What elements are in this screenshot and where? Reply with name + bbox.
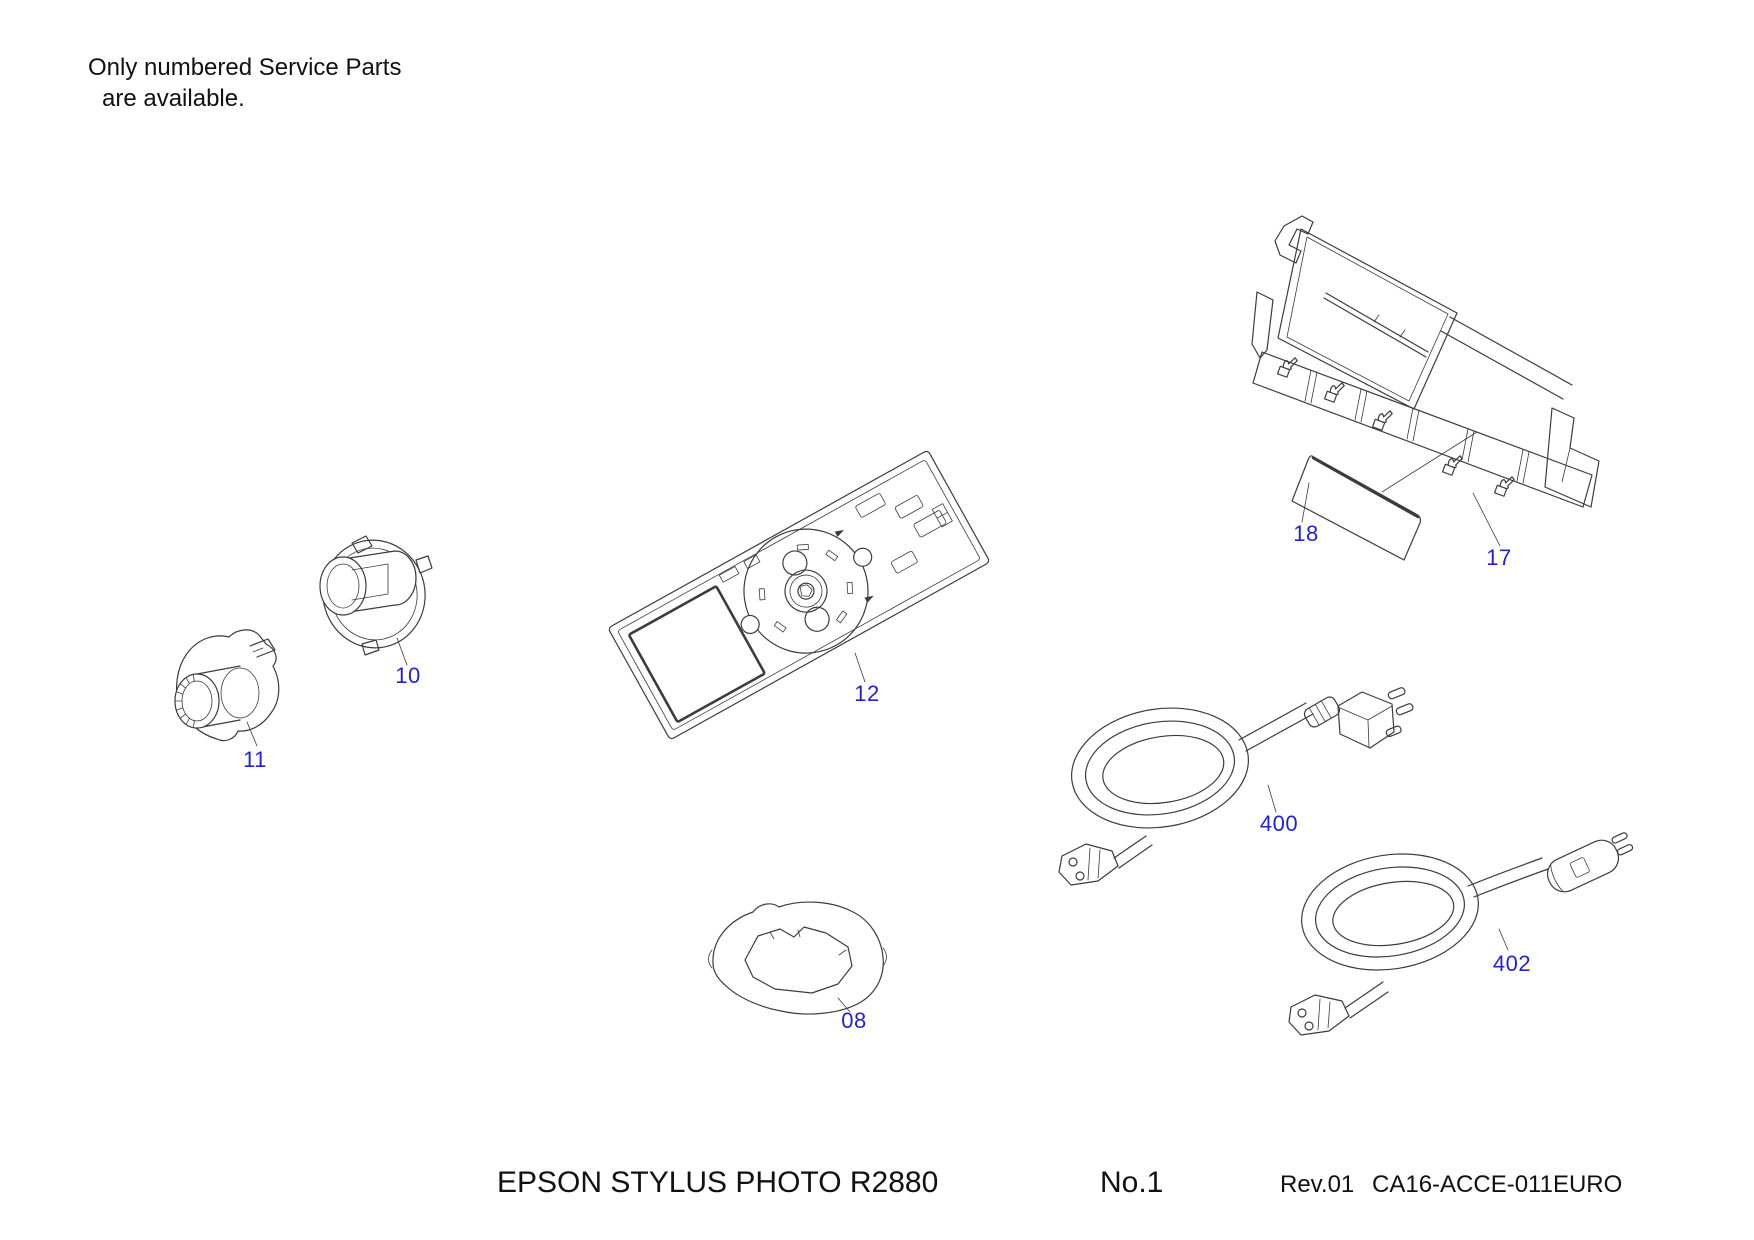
footer-revision: Rev.01	[1280, 1171, 1355, 1198]
part-drawing-10	[319, 535, 433, 666]
callout-10: 10	[395, 663, 421, 688]
part-drawing-17	[1251, 215, 1600, 547]
footer-model-title: EPSON STYLUS PHOTO R2880	[497, 1166, 939, 1199]
part-drawing-18	[1291, 455, 1422, 561]
leader-line-17	[1472, 492, 1501, 547]
callout-11: 11	[243, 747, 267, 772]
part-drawing-402	[1288, 832, 1634, 1036]
note-text: Only numbered Service Parts are availabl…	[88, 52, 401, 114]
callout-12: 12	[854, 681, 880, 706]
part-drawing-11	[174, 629, 280, 747]
leader-line-08	[837, 997, 851, 1013]
footer-sheet-number: No.1	[1100, 1166, 1164, 1199]
leader-line-12	[854, 652, 866, 683]
callout-08: 08	[841, 1008, 867, 1033]
footer-document-code: CA16-ACCE-011EURO	[1372, 1171, 1623, 1198]
leader-line-402	[1498, 928, 1509, 951]
part-drawing-08	[708, 901, 887, 1015]
callout-400: 400	[1259, 811, 1299, 836]
note-line-2: are available.	[102, 85, 245, 112]
leader-line-400	[1267, 784, 1277, 813]
part-drawing-400	[1058, 687, 1414, 886]
callout-402: 402	[1492, 951, 1532, 976]
leader-line-10	[396, 637, 408, 666]
callout-18: 18	[1293, 521, 1319, 546]
leader-line-11	[246, 721, 258, 747]
note-line-1: Only numbered Service Parts	[88, 54, 402, 81]
leader-line-18	[1301, 482, 1310, 523]
callout-17: 17	[1486, 545, 1512, 570]
part-drawing-12	[608, 450, 990, 740]
